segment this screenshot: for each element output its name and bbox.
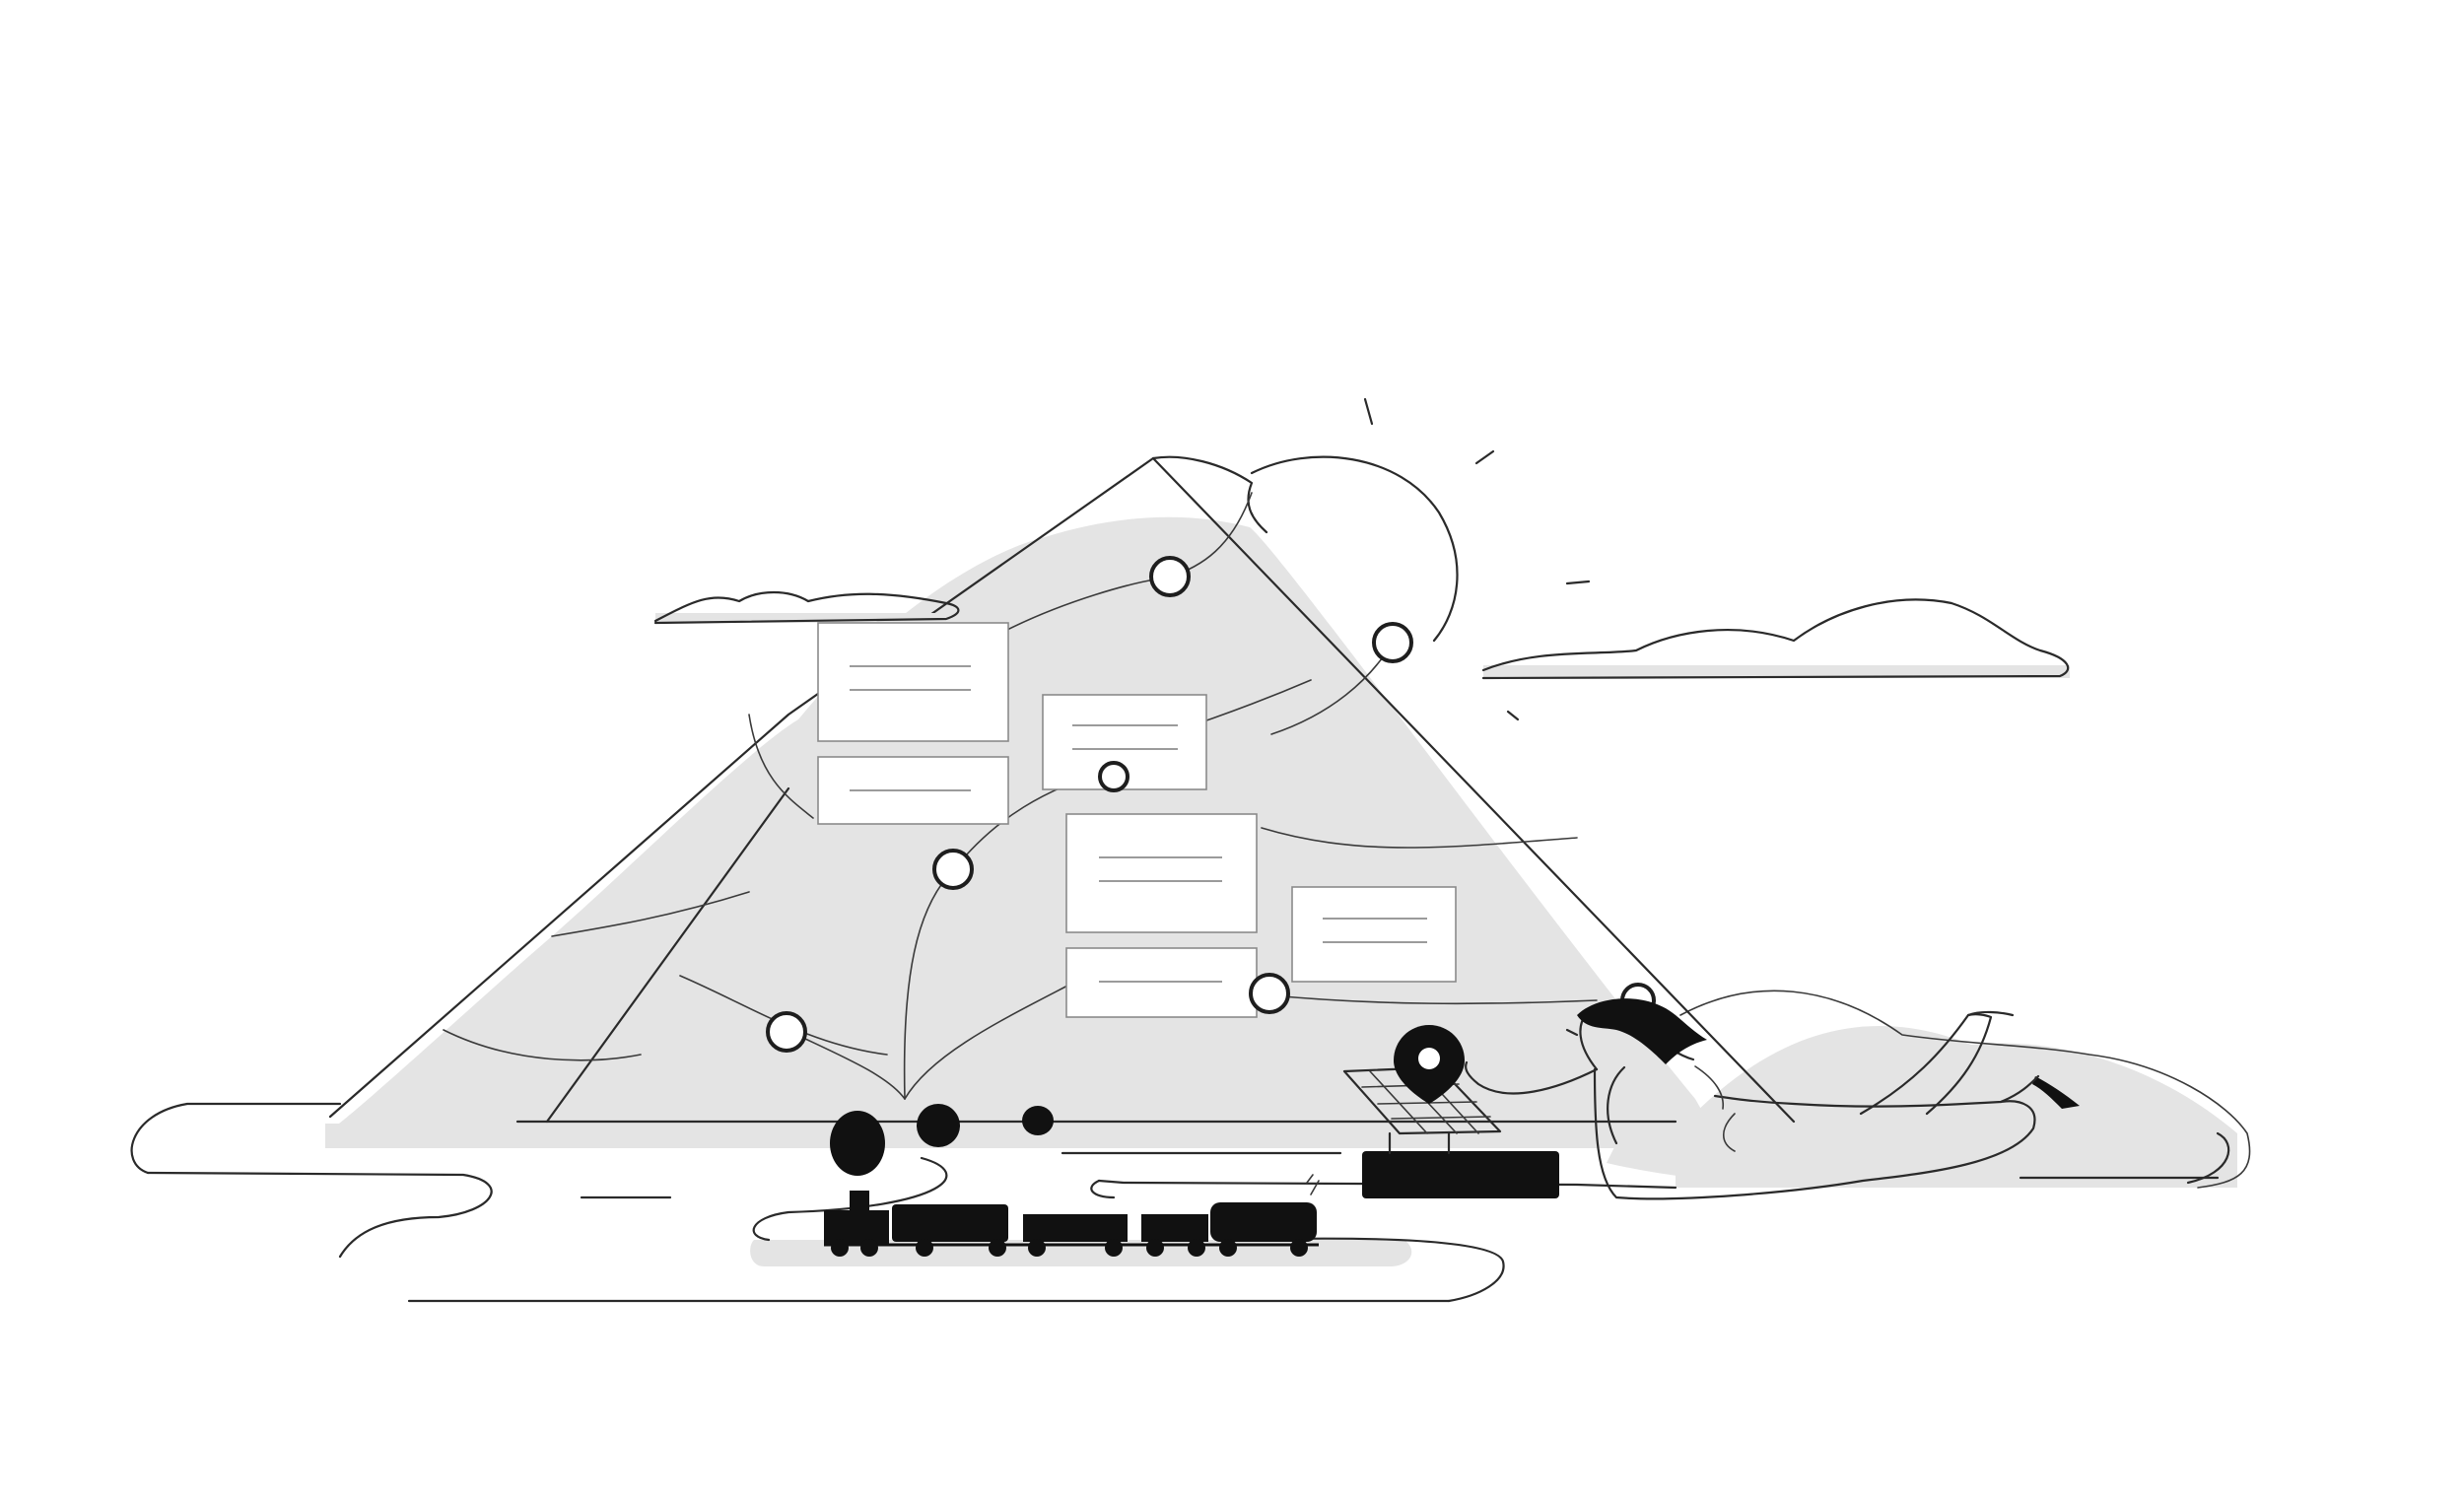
- route-nodes: [766, 556, 1656, 1053]
- route-node: [1249, 973, 1290, 1014]
- sun-icon: [1250, 397, 1591, 721]
- map-pin-icon: [1394, 1025, 1465, 1104]
- route-node: [1149, 556, 1191, 597]
- trees: [830, 1104, 1054, 1176]
- person-figure: [1306, 998, 2080, 1200]
- route-node: [1372, 622, 1413, 663]
- cloud-icon-left: [653, 591, 976, 625]
- info-card-4: [1065, 813, 1258, 933]
- route-node: [932, 849, 974, 890]
- info-card-5: [1065, 947, 1258, 1018]
- cloud-icon-right: [1481, 598, 2070, 680]
- info-card-6: [1291, 886, 1457, 983]
- train-icon: [824, 1191, 1319, 1257]
- info-card-2: [817, 756, 1009, 825]
- route-node: [1098, 761, 1129, 792]
- route-node: [766, 1011, 807, 1053]
- info-card-1: [817, 622, 1009, 742]
- ground: [130, 1102, 2230, 1303]
